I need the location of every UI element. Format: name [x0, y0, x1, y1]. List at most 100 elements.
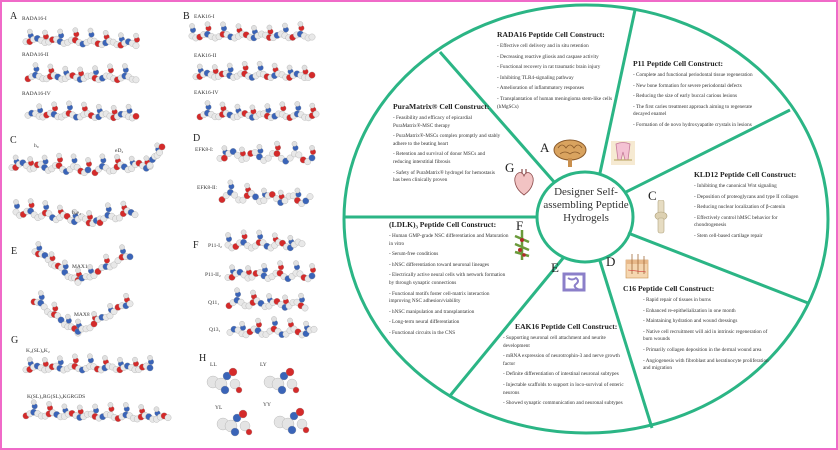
atom-sphere [294, 187, 301, 194]
atom-sphere [106, 312, 114, 320]
atom-sphere [76, 404, 83, 411]
atom-sphere [36, 103, 42, 110]
atom-sphere [118, 32, 124, 38]
segment-letter-g: G [505, 160, 515, 175]
panel-letter-c: C [10, 135, 17, 146]
atom-sphere [123, 402, 129, 408]
section-item: Reducing the size of early buccal cariou… [633, 93, 763, 101]
atom-sphere [255, 317, 261, 324]
atom-sphere [273, 150, 281, 157]
atom-sphere [245, 428, 253, 436]
atom-sphere [71, 208, 78, 215]
atom-sphere [92, 403, 98, 410]
atom-sphere [230, 427, 240, 437]
molecule-label: RADA16-I [22, 16, 47, 22]
atom-sphere [229, 378, 241, 390]
atom-sphere [196, 63, 203, 70]
atom-sphere [301, 64, 308, 71]
panel-letter-b: B [183, 11, 190, 22]
atom-sphere [229, 148, 237, 155]
atom-sphere [277, 385, 287, 395]
atom-sphere [235, 23, 242, 29]
segment-letter-c: C [648, 188, 657, 203]
atom-sphere [298, 292, 304, 299]
spoke-a-b [598, 9, 637, 174]
molecule-label: EAK16-IV [194, 90, 219, 96]
atom-sphere [51, 301, 58, 308]
atom-sphere [271, 62, 278, 69]
atom-sphere [271, 316, 277, 322]
panel-letter-g: G [11, 335, 19, 346]
section-item: hNSC differentiation toward neuronal lin… [389, 262, 509, 270]
section-item: Functional motifs foster cell-matrix int… [389, 291, 509, 306]
atom-sphere [228, 367, 238, 377]
atom-sphere [110, 261, 118, 269]
skin-icon [625, 254, 649, 279]
atom-sphere [57, 355, 63, 362]
atom-sphere [99, 153, 106, 160]
nerve-cell-icon [514, 230, 530, 260]
atom-sphere [75, 267, 81, 274]
atom-sphere [84, 166, 92, 174]
atom-sphere [308, 272, 316, 280]
section-item: Formation of de novo hydroxyapatite crys… [633, 122, 763, 130]
molecule-label: h₉ [34, 143, 39, 149]
atom-sphere [242, 154, 250, 162]
section-title: C16 Peptide Cell Construct: [623, 284, 715, 293]
atom-sphere [256, 61, 263, 67]
atom-sphere [264, 154, 272, 162]
section-item: Showed synaptic communication and neuron… [503, 400, 633, 408]
atom-sphere [81, 101, 87, 108]
molecule-label: YY [263, 402, 271, 408]
atom-sphere [91, 311, 97, 317]
atom-sphere [261, 263, 267, 269]
atom-sphere [241, 61, 248, 67]
atom-sphere [282, 22, 288, 29]
atom-sphere [132, 112, 140, 120]
center-title: Designer Self-assembling Peptide Hydroge… [543, 186, 629, 224]
atom-sphere [304, 158, 311, 166]
atom-sphere [158, 143, 166, 151]
atom-sphere [282, 294, 288, 301]
atom-sphere [27, 356, 33, 363]
section-title: EAK16 Peptide Cell Construct: [515, 322, 618, 331]
section-item: Amelioration of inflammatory responses [497, 85, 612, 93]
section-item: Long-term neural differentiation [389, 319, 509, 327]
atom-sphere [132, 42, 140, 50]
atom-sphere [116, 214, 123, 222]
atom-sphere [126, 300, 134, 308]
atom-sphere [291, 141, 298, 147]
atom-sphere [77, 66, 83, 73]
atom-sphere [281, 197, 289, 205]
panel-letter-f: F [193, 240, 199, 251]
section-rada16: RADA16 Peptide Cell Construct: Effective… [497, 30, 612, 114]
atom-sphere [42, 357, 48, 363]
molecule-label: RADA16-II [22, 52, 49, 58]
atom-sphere [247, 190, 255, 197]
atom-sphere [287, 425, 297, 435]
outer-ring [342, 3, 830, 435]
section-item: Complete and functional periodontal tiss… [633, 72, 763, 80]
atom-sphere [239, 146, 245, 153]
atom-sphere [133, 32, 139, 39]
atom-sphere [143, 155, 150, 162]
section-item: Decreasing reactive gliosis and caspase … [497, 54, 612, 62]
section-title: KLD12 Peptide Cell Construct: [694, 170, 797, 179]
atom-sphere [239, 320, 245, 327]
atom-sphere [310, 325, 318, 333]
atom-sphere [308, 33, 316, 41]
atom-sphere [286, 154, 294, 162]
atom-sphere [147, 355, 153, 361]
atom-sphere [250, 289, 256, 296]
atom-sphere [287, 317, 293, 324]
molecule-label: MAX8 [74, 312, 90, 318]
atom-sphere [46, 401, 52, 407]
section-item: Angiogenesis with fibroblast and keratin… [643, 358, 773, 373]
molecule-label: EAK16-II [194, 53, 217, 59]
atom-sphere [125, 103, 132, 110]
brain-icon [553, 139, 587, 167]
knee-joint-icon [654, 200, 668, 234]
atom-sphere [120, 200, 127, 207]
atom-sphere [286, 64, 293, 71]
section-title: RADA16 Peptide Cell Construct: [497, 30, 605, 39]
